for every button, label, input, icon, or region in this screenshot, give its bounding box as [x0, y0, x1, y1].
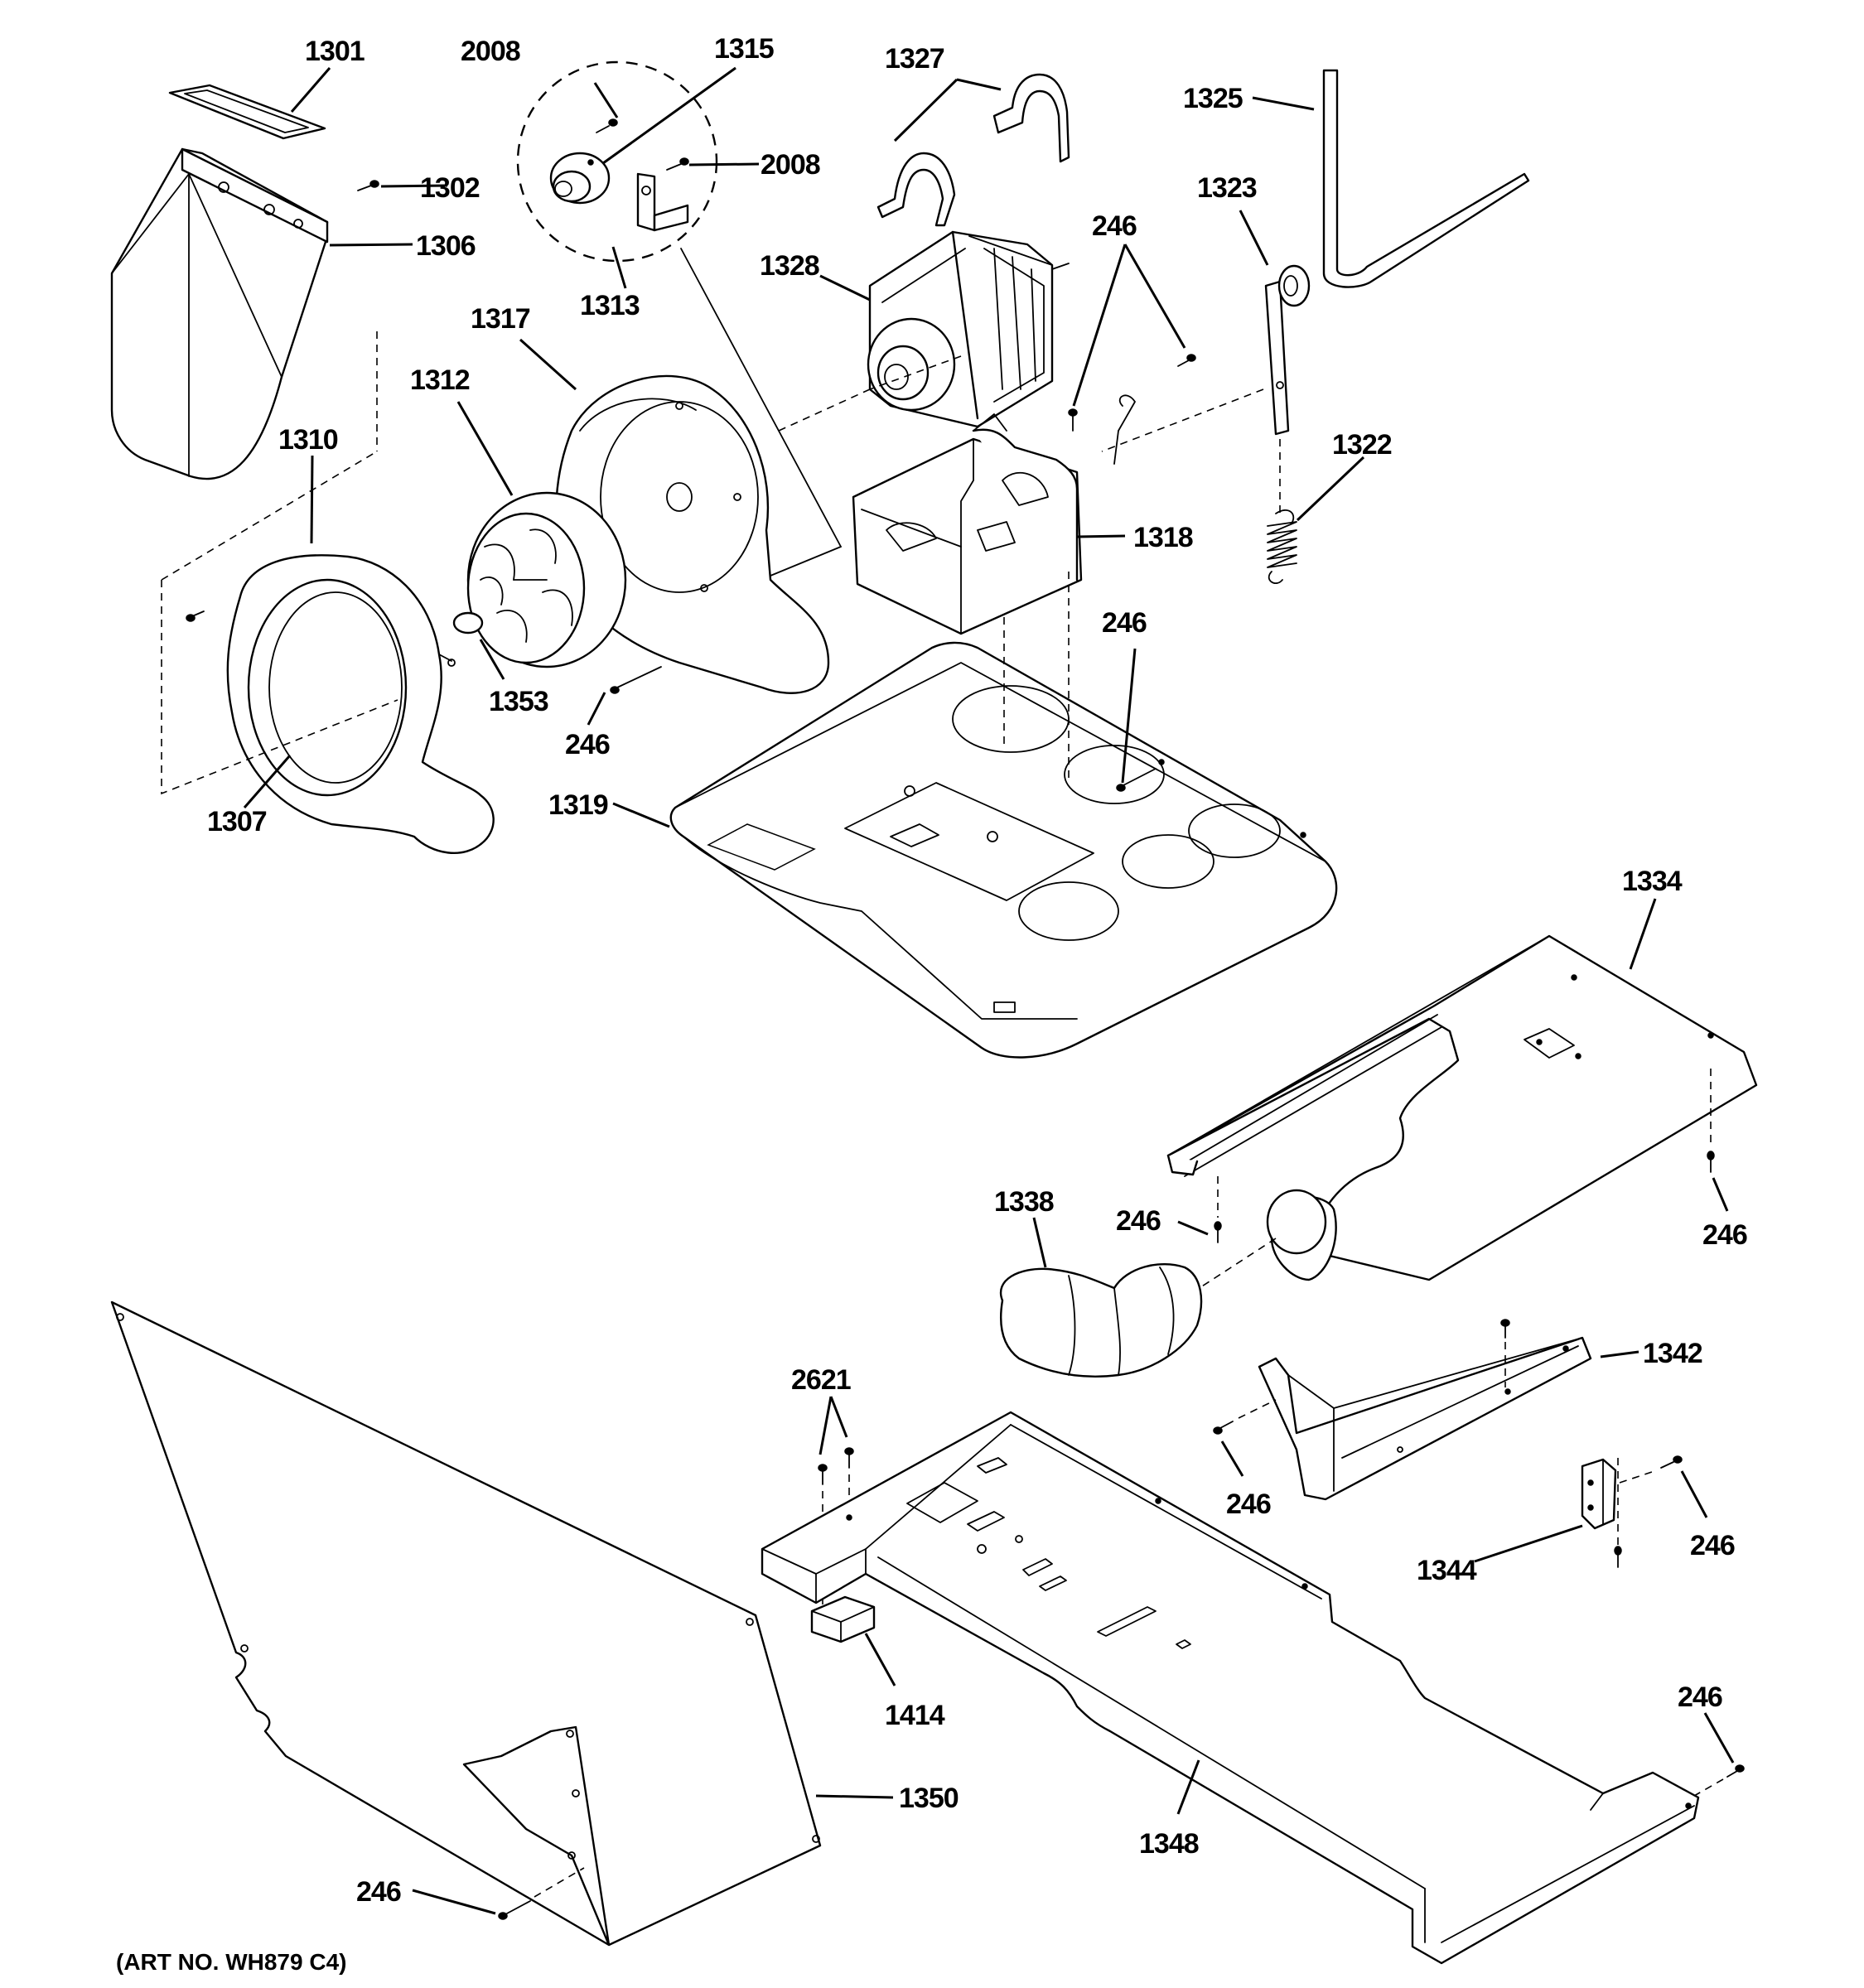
label-246-bracket[interactable]: 246 — [1226, 1489, 1272, 1520]
part-labels: 1301 2008 1315 1327 1325 1302 2008 1323 … — [116, 33, 1748, 1975]
label-246-housing[interactable]: 246 — [565, 729, 611, 760]
part-1325-rod[interactable] — [1322, 69, 1530, 288]
part-246-screw-bracket-top[interactable] — [1500, 1319, 1510, 1339]
label-246-base[interactable]: 246 — [1102, 607, 1147, 639]
part-246-screw-housing-lower[interactable] — [610, 666, 662, 694]
part-1334-duct-panel[interactable] — [1166, 934, 1758, 1281]
part-1327-clamps[interactable] — [876, 73, 1070, 227]
part-1342-bracket[interactable] — [1258, 1336, 1592, 1501]
label-246-motor[interactable]: 246 — [1092, 210, 1137, 242]
label-1322[interactable]: 1322 — [1332, 429, 1393, 461]
label-1317[interactable]: 1317 — [471, 303, 531, 335]
label-1310[interactable]: 1310 — [278, 424, 339, 456]
part-1310-dashed-frame[interactable] — [161, 331, 398, 795]
part-2008-screw-right[interactable] — [666, 157, 689, 171]
part-246-screw-base[interactable] — [1116, 768, 1157, 792]
label-2621[interactable]: 2621 — [791, 1364, 852, 1396]
label-1325[interactable]: 1325 — [1183, 83, 1243, 114]
part-246-screw-duct-left[interactable] — [1214, 1221, 1222, 1243]
label-1302[interactable]: 1302 — [420, 172, 480, 204]
label-1319[interactable]: 1319 — [548, 789, 609, 821]
guide-lines-clip — [1617, 1458, 1658, 1545]
part-246-screw-bracket-left[interactable] — [1213, 1421, 1234, 1435]
part-246-screw-motor-right[interactable] — [1177, 354, 1196, 367]
part-1301-gasket[interactable] — [168, 84, 326, 140]
part-motor-clip[interactable] — [1113, 394, 1136, 465]
guide-lines-duct — [1192, 1069, 1712, 1293]
part-1319-base[interactable] — [669, 641, 1338, 1059]
part-1315-1313-callout[interactable] — [516, 60, 842, 577]
part-1302-screw[interactable] — [357, 180, 379, 191]
label-1350[interactable]: 1350 — [899, 1783, 959, 1814]
part-246-screw-clip-bottom[interactable] — [1614, 1546, 1622, 1568]
guide-lines-2621 — [822, 1474, 850, 1615]
guide-lines-upper — [778, 355, 1281, 779]
part-1350-back-panel[interactable] — [110, 1300, 822, 1947]
label-1344[interactable]: 1344 — [1417, 1555, 1478, 1586]
part-1313-bracket[interactable] — [636, 172, 689, 232]
label-246-duct-left[interactable]: 246 — [1116, 1205, 1161, 1237]
leader-lines — [243, 66, 1735, 1915]
part-1344-clip[interactable] — [1581, 1458, 1617, 1530]
label-1327[interactable]: 1327 — [885, 43, 945, 75]
guide-lines-panel — [534, 1867, 585, 1898]
part-1318-motor-mount[interactable] — [852, 413, 1083, 635]
part-2008-screw-upper[interactable] — [596, 118, 618, 133]
label-1313[interactable]: 1313 — [580, 290, 640, 321]
label-1312[interactable]: 1312 — [410, 364, 471, 396]
part-2621-screw-left[interactable] — [818, 1464, 828, 1485]
part-1322-spring[interactable] — [1267, 509, 1297, 584]
label-2008-right[interactable]: 2008 — [761, 149, 821, 181]
label-1338[interactable]: 1338 — [994, 1186, 1055, 1218]
part-1348-base-pan[interactable] — [761, 1411, 1700, 1965]
part-246-screw-housing-left[interactable] — [186, 610, 205, 622]
label-1328[interactable]: 1328 — [760, 250, 820, 282]
part-1306-exhaust-duct[interactable] — [110, 147, 329, 480]
label-1334[interactable]: 1334 — [1622, 866, 1683, 897]
label-1315[interactable]: 1315 — [714, 33, 775, 65]
label-1301[interactable]: 1301 — [305, 36, 365, 67]
label-1353[interactable]: 1353 — [489, 686, 549, 717]
label-1306[interactable]: 1306 — [416, 230, 476, 262]
part-1414-foot[interactable] — [810, 1595, 876, 1643]
label-1348[interactable]: 1348 — [1139, 1828, 1200, 1860]
label-246-pan[interactable]: 246 — [1678, 1682, 1723, 1713]
label-1342[interactable]: 1342 — [1643, 1338, 1703, 1369]
part-246-screw-duct-right[interactable] — [1707, 1151, 1715, 1173]
part-246-screw-pan-right[interactable] — [1726, 1764, 1745, 1778]
label-246-panel[interactable]: 246 — [356, 1876, 402, 1908]
art-number-note: (ART NO. WH879 C4) — [116, 1949, 346, 1975]
part-2621-screw-right[interactable] — [844, 1447, 854, 1469]
part-246-screw-clip-right[interactable] — [1660, 1455, 1683, 1469]
part-1312-blower-wheel[interactable] — [466, 491, 627, 668]
label-2008-upper[interactable]: 2008 — [461, 36, 521, 67]
part-1323-idler[interactable] — [1264, 264, 1311, 436]
label-1318[interactable]: 1318 — [1133, 522, 1194, 553]
part-246-screw-motor-left[interactable] — [1068, 408, 1078, 432]
label-246-clip[interactable]: 246 — [1690, 1530, 1736, 1561]
label-1323[interactable]: 1323 — [1197, 172, 1258, 204]
label-1307[interactable]: 1307 — [207, 806, 268, 837]
part-246-screw-panel[interactable] — [498, 1900, 531, 1920]
part-1353-ring[interactable] — [452, 611, 484, 635]
part-1338-elbow[interactable] — [999, 1262, 1203, 1378]
guide-lines-pan — [1693, 1778, 1724, 1797]
label-1414[interactable]: 1414 — [885, 1700, 946, 1731]
part-1307-blower-housing-front[interactable] — [226, 554, 495, 854]
label-246-duct-right[interactable]: 246 — [1702, 1219, 1748, 1251]
guide-lines-bracket — [1238, 1342, 1506, 1419]
part-1315-bearing[interactable] — [549, 152, 611, 205]
part-1328-motor[interactable] — [867, 230, 1070, 428]
